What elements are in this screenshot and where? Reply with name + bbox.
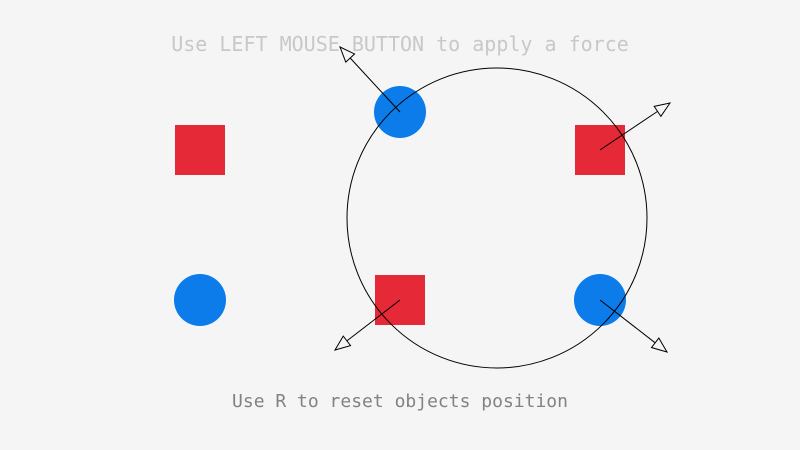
force-arrow-line-3 — [346, 299, 401, 342]
blue-circle-bottom-left[interactable] — [174, 274, 226, 326]
instruction-bottom: Use R to reset objects position — [232, 391, 568, 412]
red-square-top-left[interactable] — [175, 125, 225, 175]
force-arrow-line-2 — [599, 110, 658, 151]
force-arrow-head-1 — [339, 46, 356, 63]
force-arrow-line-4 — [599, 299, 656, 344]
force-arrow-head-2 — [653, 102, 672, 118]
force-arrow-head-4 — [650, 337, 669, 353]
force-radius-circle — [346, 67, 648, 369]
force-arrow-head-3 — [333, 335, 352, 351]
instruction-top: Use LEFT MOUSE BUTTON to apply a force — [171, 32, 629, 56]
force-arrow-line-1 — [349, 57, 401, 113]
